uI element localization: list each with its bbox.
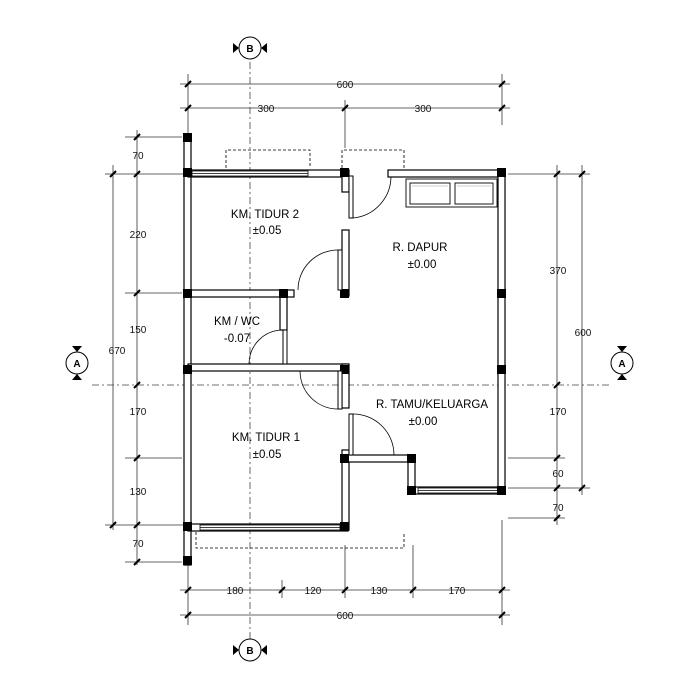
dim-right-part-1: 370 <box>550 266 567 277</box>
room-kitchen-level: ±0.00 <box>408 259 437 271</box>
wall-bedroom2-bottom <box>187 289 295 298</box>
columns <box>183 133 506 565</box>
grid-marker-right-label: A <box>618 359 625 370</box>
grid-marker-left: A <box>65 346 89 380</box>
dim-top-part-2: 300 <box>415 104 432 115</box>
dim-left-part-4: 170 <box>130 407 147 418</box>
room-bedroom1-name: KM. TIDUR 1 <box>232 432 300 444</box>
grid-marker-bottom-label: B <box>246 646 253 657</box>
dim-right-part-4: 70 <box>552 503 564 514</box>
dim-right-part-2: 170 <box>550 407 567 418</box>
room-kitchen: R. DAPUR ±0.00 <box>393 242 448 271</box>
wall-partition-kitchen <box>341 229 350 297</box>
dim-left-part-3: 150 <box>130 325 147 336</box>
door-living-entry <box>348 413 395 456</box>
dimension-left: 670 70 220 150 170 130 70 <box>105 130 188 566</box>
dim-left-part-1: 70 <box>132 151 144 162</box>
room-living-name: R. TAMU/KELUARGA <box>376 399 488 411</box>
dimension-bottom: 180 120 130 170 600 <box>180 520 510 625</box>
grid-axes <box>92 62 610 640</box>
dim-right-total: 600 <box>575 328 592 339</box>
grid-marker-top-label: B <box>246 44 253 55</box>
room-bedroom2: KM. TIDUR 2 ±0.05 <box>231 209 299 237</box>
wall-bedroom1-top <box>187 363 349 372</box>
dim-bottom-part-3: 130 <box>371 586 388 597</box>
wall-top-kitchen <box>387 169 506 178</box>
doors <box>248 175 395 456</box>
room-bathroom-level: -0.07 <box>224 333 250 345</box>
room-bathroom-name: KM / WC <box>214 316 260 328</box>
dim-bottom-part-1: 180 <box>227 586 244 597</box>
door-bedroom1 <box>299 370 343 410</box>
room-bedroom1: KM. TIDUR 1 ±0.05 <box>232 432 300 461</box>
grid-marker-left-label: A <box>73 359 80 370</box>
grid-marker-right: A <box>610 346 634 380</box>
room-kitchen-name: R. DAPUR <box>393 242 448 254</box>
stove-icon <box>454 182 494 205</box>
dim-bottom-total: 600 <box>337 611 354 622</box>
room-bedroom2-level: ±0.05 <box>253 225 282 237</box>
wall-right <box>497 169 506 493</box>
room-bedroom2-name: KM. TIDUR 2 <box>231 209 299 221</box>
grid-marker-bottom: B <box>233 638 267 662</box>
dim-top-part-1: 300 <box>258 104 275 115</box>
door-bedroom2 <box>297 249 343 291</box>
overhang-outlines <box>195 149 405 549</box>
dimension-right: 370 170 60 70 600 <box>508 165 592 525</box>
room-bathroom: KM / WC -0.07 <box>214 316 260 345</box>
dim-top-total: 600 <box>337 80 354 91</box>
dim-left-part-2: 220 <box>130 230 147 241</box>
room-living-level: ±0.00 <box>409 416 438 428</box>
wall-left <box>183 136 192 566</box>
room-living: R. TAMU/KELUARGA ±0.00 <box>376 399 488 428</box>
door-kitchen <box>348 175 392 219</box>
grid-marker-top: B <box>233 36 267 60</box>
sink-icon <box>409 182 451 205</box>
door-bathroom <box>248 329 288 365</box>
dim-left-total: 670 <box>109 346 126 357</box>
kitchen-counter <box>405 178 498 208</box>
dimension-top: 600 300 300 <box>180 74 510 148</box>
dim-bottom-part-4: 170 <box>449 586 466 597</box>
room-bedroom1-level: ±0.05 <box>253 449 282 461</box>
dim-right-part-3: 60 <box>552 469 564 480</box>
dim-left-part-6: 70 <box>132 539 144 550</box>
dim-bottom-part-2: 120 <box>305 586 322 597</box>
dim-left-part-5: 130 <box>130 487 147 498</box>
